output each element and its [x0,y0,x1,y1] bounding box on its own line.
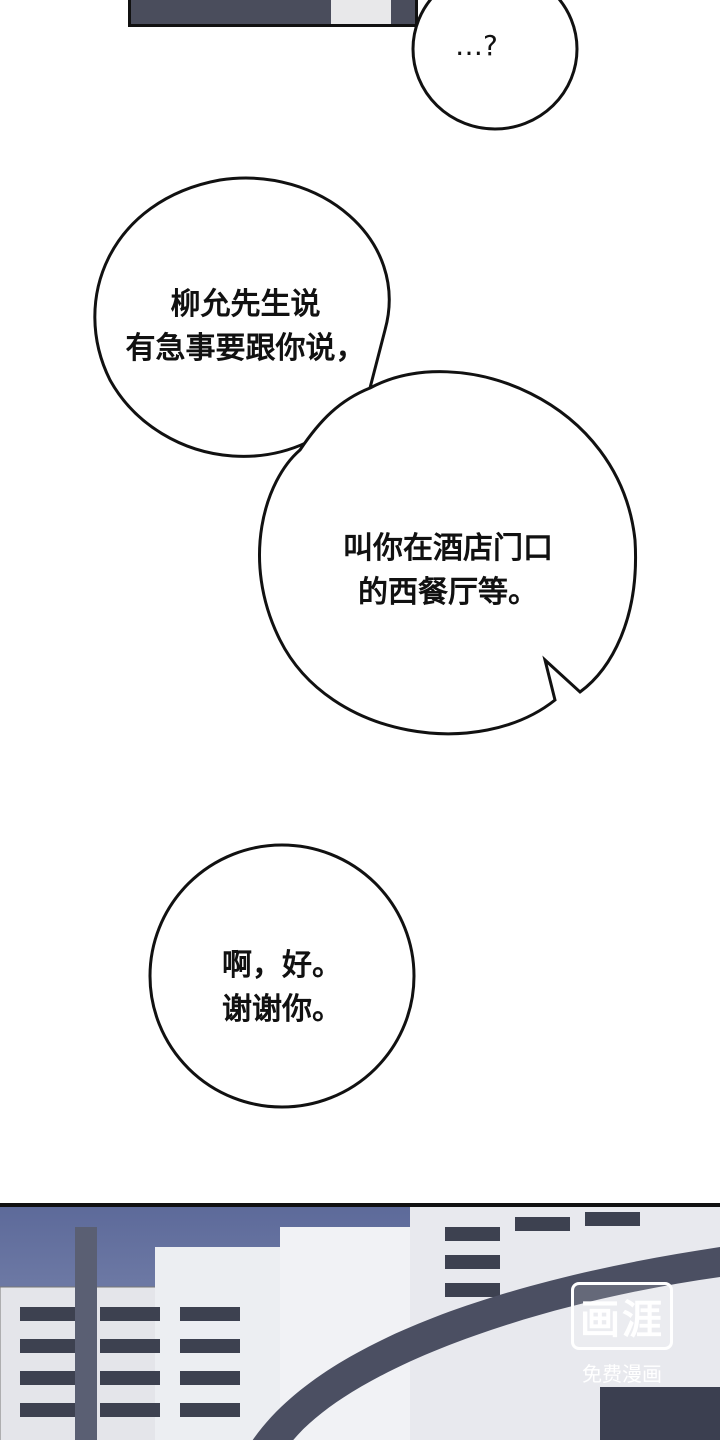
top-comic-panel [128,0,418,27]
speech-bubble-4 [148,843,416,1109]
bubble-2-line-2: 有急事要跟你说， [125,331,366,366]
speech-bubble-1 [411,0,579,131]
hotel-building-illustration [0,1207,720,1440]
speech-bubble-3 [258,370,638,736]
bottom-comic-panel [0,1203,720,1440]
bubble-2-text: 柳允先生说 有急事要跟你说， [118,283,373,371]
bubble-3-text: 叫你在酒店门口 的西餐厅等。 [318,527,578,615]
bubble-3-line-1: 叫你在酒店门口 [343,531,553,566]
bubble-1-text: …? [455,24,498,68]
bubble-3-line-2: 的西餐厅等。 [358,575,538,610]
bubble-4-text: 啊，好。 谢谢你。 [192,944,372,1032]
watermark-caption: 免费漫画 [582,1362,662,1386]
panel-highlight [331,0,391,24]
speech-bubbles-layer [93,0,638,1109]
bubble-4-line-1: 啊，好。 [222,948,342,983]
bubble-2-line-1: 柳允先生说 [170,287,321,322]
bubble-1-line-1: …? [455,29,498,62]
bubble-4-line-2: 谢谢你。 [222,992,342,1027]
watermark: 画涯 免费漫画 [560,1282,684,1386]
speech-bubble-2 [93,176,391,458]
watermark-logo: 画涯 [571,1282,673,1350]
